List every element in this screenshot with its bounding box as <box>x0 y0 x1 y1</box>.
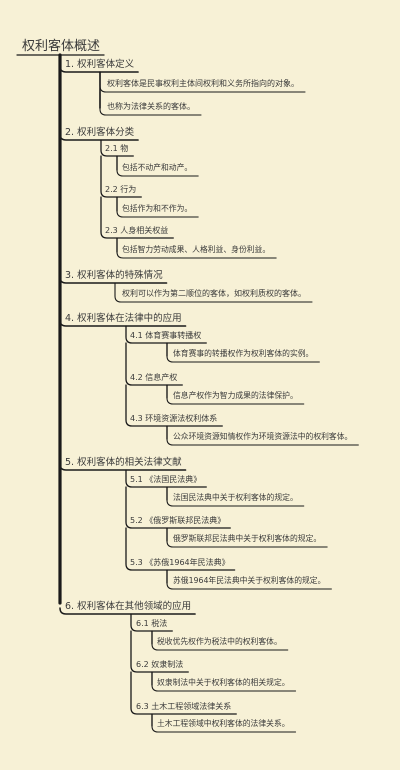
definition-item-1[interactable]: 权利客体是民事权利主体间权利和义务所指向的对象。 <box>107 79 299 88</box>
section-classification[interactable]: 2. 权利客体分类 <box>65 127 135 138</box>
classification-thing-detail-connector <box>116 155 199 177</box>
definition-item-2-connector <box>99 91 202 116</box>
classification-behavior-detail[interactable]: 包括作为和不作为。 <box>122 204 193 213</box>
field-tax-law-detail-connector <box>151 630 289 651</box>
field-civil-engineering-detail-connector <box>151 713 297 733</box>
application-information-property-connector <box>125 342 183 386</box>
application-environment-law-detail[interactable]: 公众环境资源知情权作为环境资源法中的权利客体。 <box>173 432 353 441</box>
literature-french-code[interactable]: 5.1 《法国民法典》 <box>130 475 202 484</box>
root-topic[interactable]: 权利客体概述 <box>22 39 101 54</box>
literature-russian-code-detail[interactable]: 俄罗斯联邦民法典中关于权利客体的规定。 <box>173 534 322 543</box>
application-environment-law-detail-connector <box>166 425 359 446</box>
classification-behavior-detail-connector <box>116 196 199 218</box>
definition-item-2[interactable]: 也称为法律关系的客体。 <box>107 102 195 111</box>
application-environment-law[interactable]: 4.3 环境资源法权利体系 <box>130 414 218 423</box>
application-information-property[interactable]: 4.2 信息产权 <box>130 373 178 382</box>
literature-russian-code[interactable]: 5.2 《俄罗斯联邦民法典》 <box>130 516 226 525</box>
field-tax-law-detail[interactable]: 税收优先权作为税法中的权利客体。 <box>157 637 282 646</box>
section-special-cases[interactable]: 3. 权利客体的特殊情况 <box>65 270 163 281</box>
field-civil-engineering[interactable]: 6.3 土木工程领域法律关系 <box>136 702 232 711</box>
section-legal-literature-connector <box>59 463 187 471</box>
literature-french-code-detail-connector <box>166 486 305 507</box>
field-tax-law[interactable]: 6.1 税法 <box>136 619 168 628</box>
field-civil-engineering-detail[interactable]: 土木工程领域中权利客体的法律关系。 <box>157 719 290 728</box>
classification-thing[interactable]: 2.1 物 <box>105 144 129 153</box>
field-tax-law-connector <box>130 613 173 632</box>
section-definition[interactable]: 1. 权利客体定义 <box>65 59 135 70</box>
literature-soviet-code-connector <box>125 527 236 571</box>
literature-french-code-connector <box>125 469 207 488</box>
literature-french-code-detail[interactable]: 法国民法典中关于权利客体的规定。 <box>173 493 298 502</box>
classification-personal-rights[interactable]: 2.3 人身相关权益 <box>105 226 169 235</box>
application-information-property-detail-connector <box>166 384 305 405</box>
application-sports-broadcast[interactable]: 4.1 体育赛事转播权 <box>130 331 202 340</box>
classification-thing-connector <box>100 139 134 157</box>
section-legal-application[interactable]: 4. 权利客体在法律中的应用 <box>65 313 182 324</box>
section-legal-literature[interactable]: 5. 权利客体的相关法律文献 <box>65 457 182 468</box>
special-case-item-connector <box>114 282 313 303</box>
classification-personal-rights-detail-connector <box>116 237 277 259</box>
classification-personal-rights-detail[interactable]: 包括智力劳动成果、人格利益、身份利益。 <box>122 245 271 254</box>
field-civil-engineering-connector <box>130 671 237 715</box>
literature-soviet-code-detail[interactable]: 苏俄1964年民法典中关于权利客体的规定。 <box>173 576 326 585</box>
application-sports-broadcast-connector <box>125 325 207 344</box>
section-other-fields-connector <box>59 607 196 615</box>
literature-soviet-code[interactable]: 5.3 《苏俄1964年民法典》 <box>130 558 230 567</box>
section-definition-connector <box>59 55 139 73</box>
application-sports-broadcast-detail-connector <box>166 342 320 363</box>
application-environment-law-connector <box>125 384 223 427</box>
literature-russian-code-connector <box>125 486 231 529</box>
section-classification-connector <box>59 133 139 141</box>
application-information-property-detail[interactable]: 信息产权作为智力成果的法律保护。 <box>173 391 298 400</box>
section-other-fields[interactable]: 6. 权利客体在其他领域的应用 <box>65 601 192 612</box>
field-slavery-law-connector <box>130 630 189 673</box>
classification-behavior-connector <box>100 155 142 198</box>
field-slavery-law-detail[interactable]: 奴隶制法中关于权利客体的相关规定。 <box>157 678 290 687</box>
field-slavery-law-detail-connector <box>151 671 297 692</box>
field-slavery-law[interactable]: 6.2 奴隶制法 <box>136 660 184 669</box>
special-case-item[interactable]: 权利可以作为第二顺位的客体，如权利质权的客体。 <box>122 289 306 298</box>
literature-soviet-code-detail-connector <box>166 569 332 590</box>
section-special-cases-connector <box>59 276 168 284</box>
section-legal-application-connector <box>59 319 187 327</box>
classification-behavior[interactable]: 2.2 行为 <box>105 185 137 194</box>
literature-russian-code-detail-connector <box>166 527 328 548</box>
classification-personal-rights-connector <box>100 196 174 239</box>
application-sports-broadcast-detail[interactable]: 体育赛事的转播权作为权利客体的实例。 <box>173 349 314 358</box>
definition-item-1-connector <box>99 71 306 93</box>
classification-thing-detail[interactable]: 包括不动产和动产。 <box>122 163 193 172</box>
